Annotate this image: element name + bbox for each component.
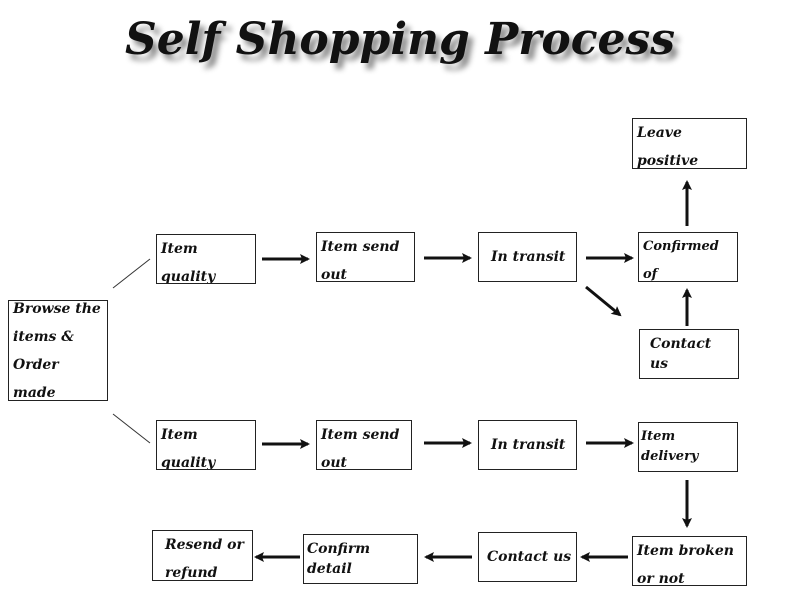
node-top-contact-us: Contact us [639,329,739,379]
node-top-leave-feedback: Leave positive feedback [632,118,747,169]
arrow-top-transit-to-contact [585,285,622,317]
page-title: Self Shopping Process [124,14,676,65]
node-bottom-item-send-out: Item send out [316,420,412,470]
branch-line-bottom [112,413,151,444]
branch-line-top [112,258,151,289]
node-top-item-quality-check: Item quality check [156,234,256,284]
node-bottom-item-broken: Item broken or not correct [632,536,747,586]
node-top-confirmed-receipt: Confirmed of goods receipt [638,232,738,282]
node-bottom-item-quality-check: Item quality check [156,420,256,470]
node-bottom-in-transit: In transit [478,420,577,470]
node-bottom-item-delivery: Item delivery [638,422,738,472]
node-bottom-confirm-detail: Confirm detail [303,534,418,584]
node-browse-order: Browse the items & Order made [8,300,108,401]
node-bottom-resend-refund: Resend or refund [152,530,253,581]
node-top-in-transit: In transit [478,232,577,282]
node-bottom-contact-us: Contact us [478,532,577,582]
node-top-item-send-out: Item send out [316,232,415,282]
